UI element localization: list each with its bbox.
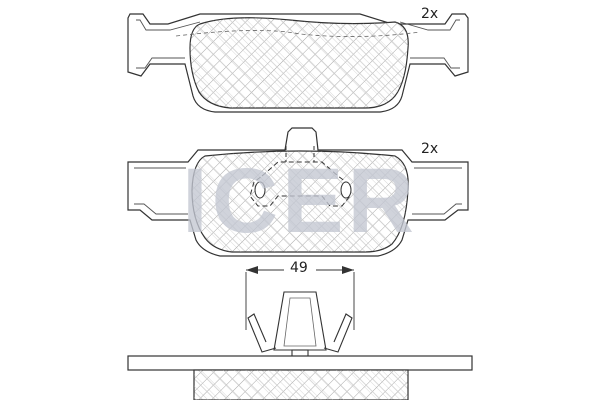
- right-pin-hole: [340, 181, 352, 199]
- top-pad-view: [127, 13, 469, 113]
- spring-clip-side-view: [247, 291, 353, 359]
- watermark-text: ICER: [182, 150, 418, 252]
- left-pin-hole: [254, 181, 266, 199]
- quantity-label-middle: 2x: [421, 141, 439, 157]
- watermark-logo: ICER: [182, 150, 418, 252]
- dimension-line: [245, 266, 355, 330]
- top-backing-plate-inner-edge: [136, 19, 460, 69]
- spring-clip-outline: [249, 161, 351, 207]
- quantity-label-top: 2x: [421, 6, 439, 22]
- middle-pad-view: [127, 127, 469, 257]
- bottom-backing-plate: [127, 355, 473, 371]
- dimension-width-label: 49: [290, 260, 308, 276]
- bottom-pad-side-view: [127, 355, 473, 401]
